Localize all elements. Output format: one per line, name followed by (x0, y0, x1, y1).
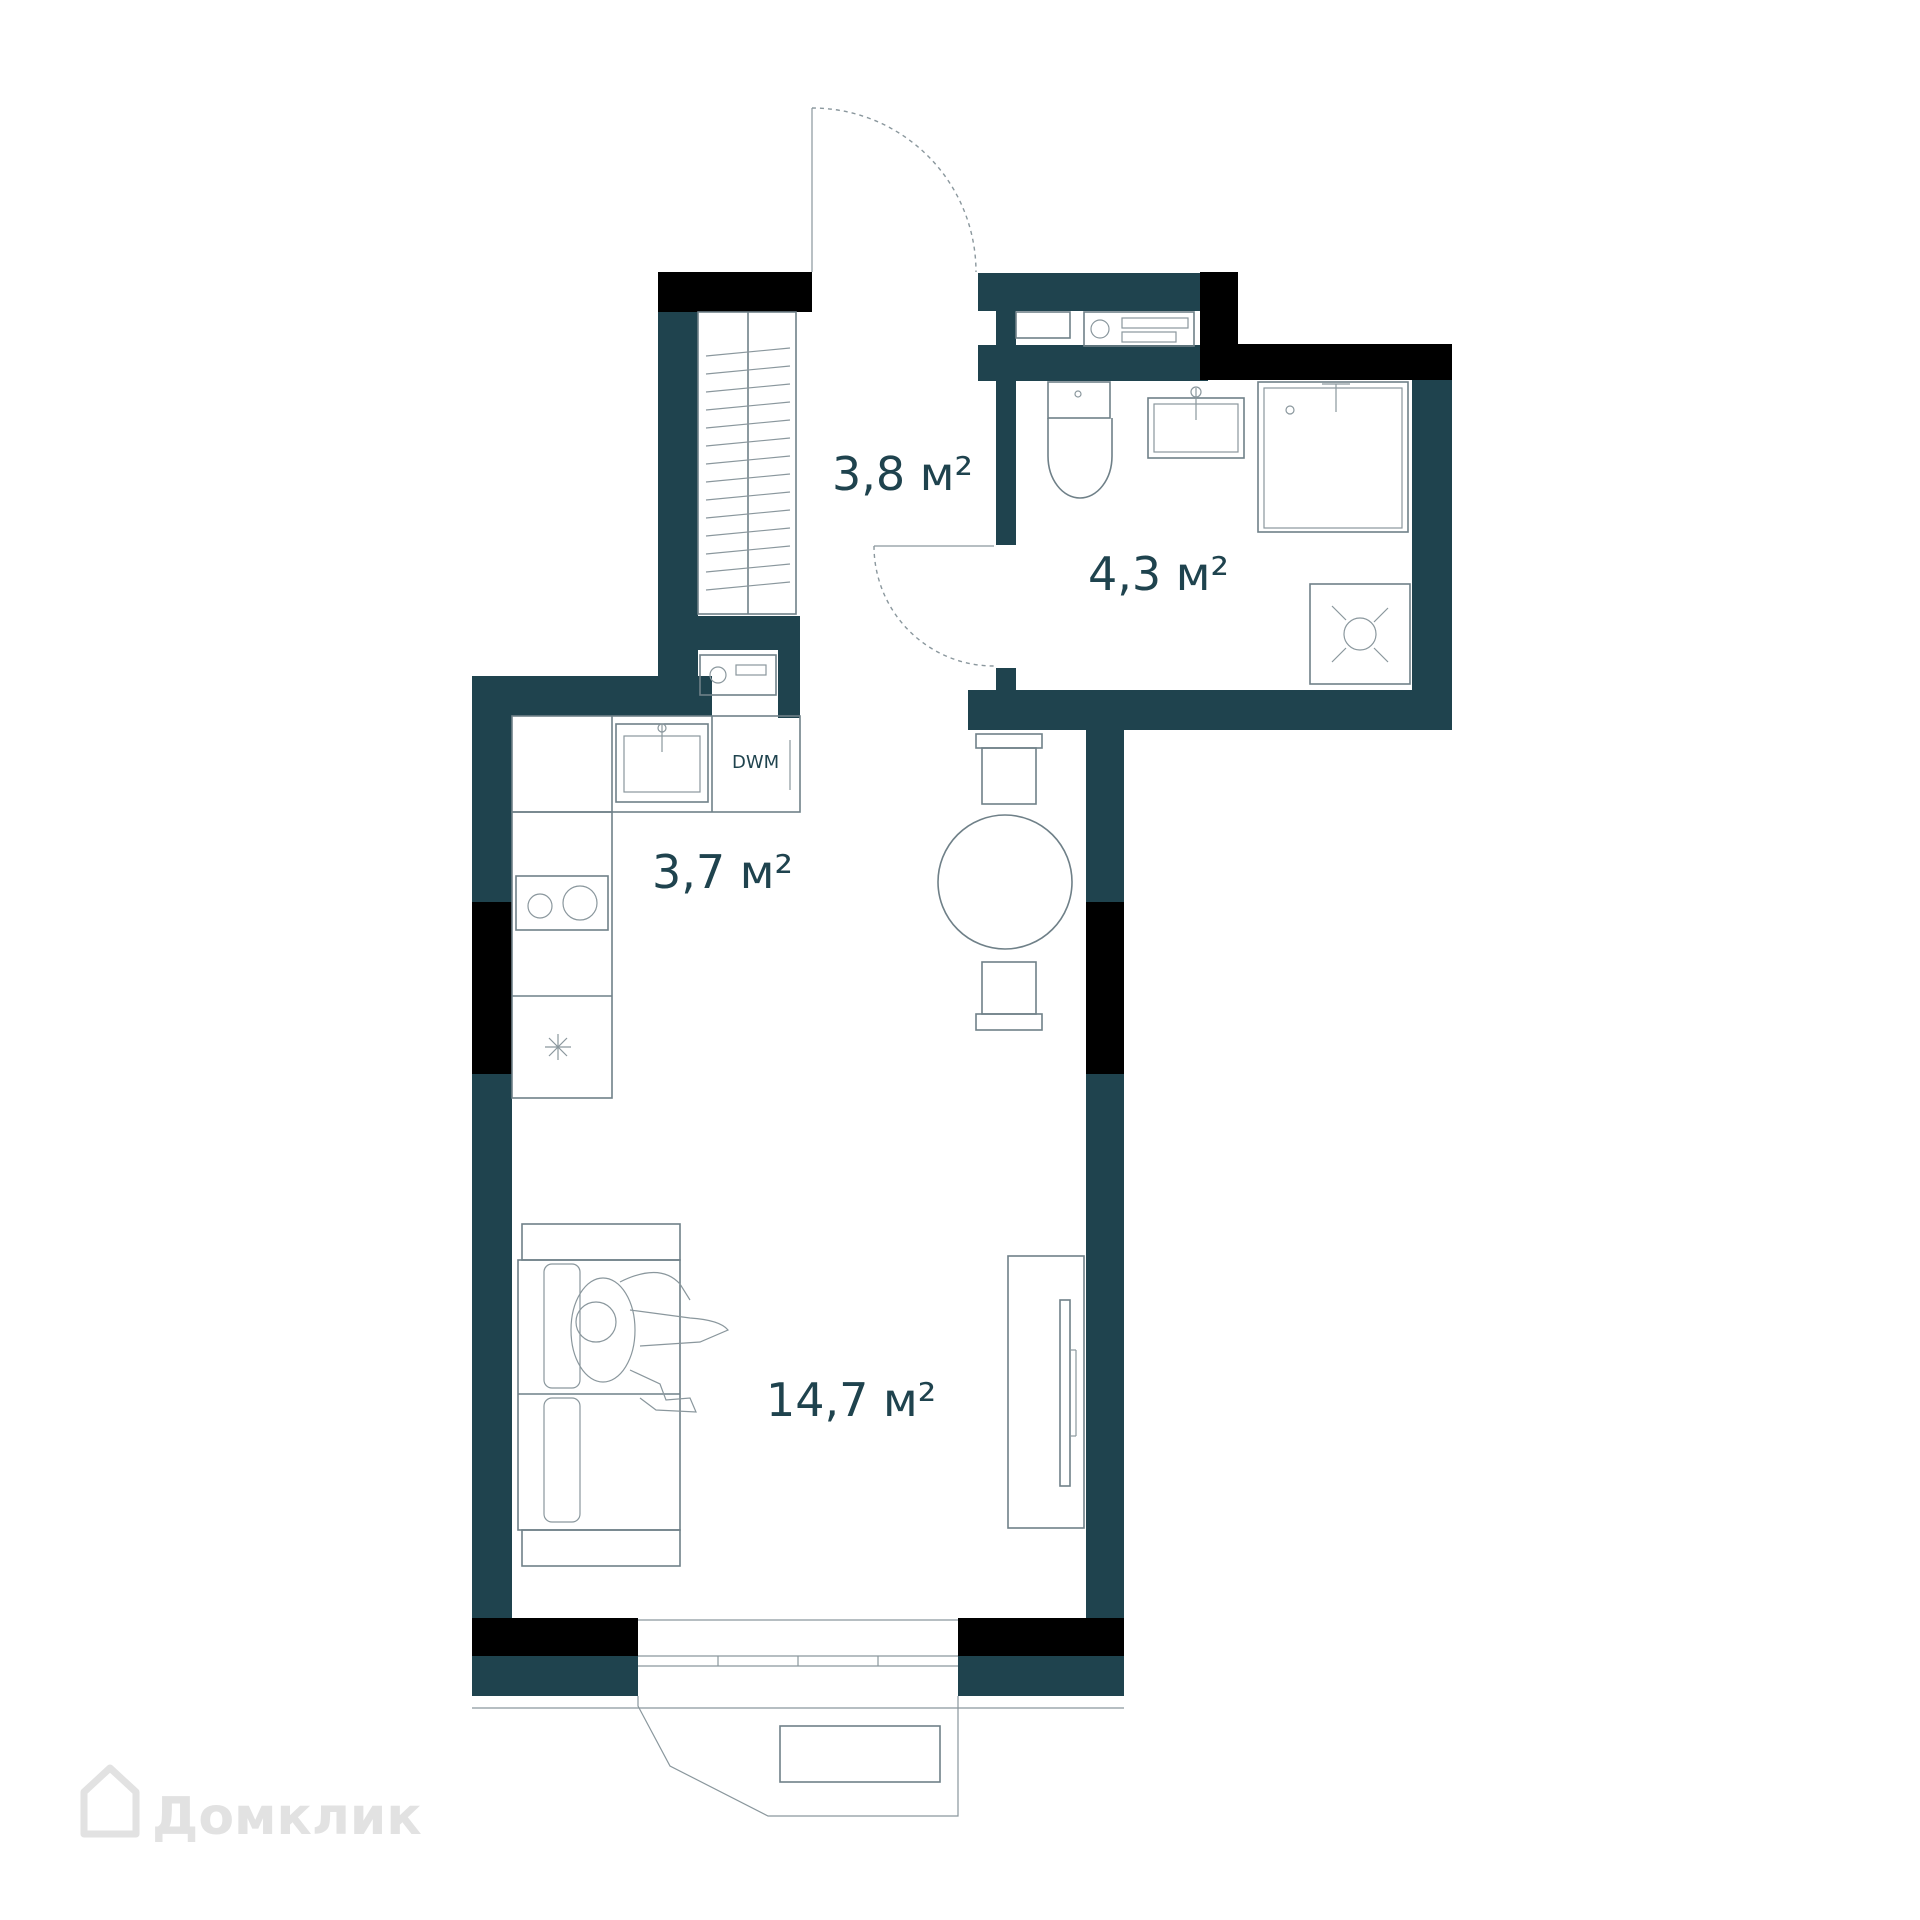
chair-top-icon (975, 733, 1043, 805)
tv-unit-icon (1007, 1255, 1085, 1529)
shower-icon (1257, 381, 1409, 533)
wall-window-left (472, 902, 512, 1074)
balcony-bench-icon (779, 1725, 941, 1783)
wall-bath-bottom (968, 690, 1452, 730)
watermark: Домклик (80, 1764, 422, 1847)
balcony (472, 1619, 1124, 1817)
watermark-text: Домклик (152, 1787, 422, 1847)
living-area-label: 14,7 м² (766, 1373, 936, 1427)
closet-hangers (705, 347, 791, 591)
wall-kitchen-partition (778, 638, 800, 718)
wall-window-right (1086, 902, 1124, 1074)
wall-bottom-right (958, 1656, 1124, 1696)
wall-left-lower (472, 1074, 512, 1626)
floor-drain-icon (1309, 583, 1411, 685)
person-icon (570, 1271, 729, 1413)
wall-bottom-left-cap (472, 1618, 638, 1656)
kitchen-area-label: 3,7 м² (652, 845, 793, 899)
bathroom-door (873, 545, 995, 667)
wall-bottom-right-cap (958, 1618, 1124, 1656)
chair-bottom-icon (975, 961, 1043, 1031)
dishwasher-label: DWM (732, 752, 779, 773)
house-logo-icon (80, 1764, 140, 1838)
entrance-door (811, 107, 977, 273)
dining-set (937, 733, 1073, 1031)
walls (472, 272, 1452, 1696)
wall-closet-left (658, 310, 698, 716)
kitchen-utility-meter (699, 654, 777, 696)
wall-bottom-left (472, 1656, 638, 1696)
wall-kitchen-partition-top (698, 638, 798, 650)
wall-right-upper (1086, 710, 1124, 904)
fridge-icon (545, 1034, 571, 1060)
sink-icon (1147, 386, 1245, 459)
dining-table-icon (937, 814, 1073, 950)
kitchen-sink-icon (615, 723, 709, 803)
sofa-icon (517, 1223, 729, 1567)
wall-bath-corner (1200, 272, 1238, 352)
wall-bath-right-cap (1200, 344, 1452, 380)
wall-closet-bottom (698, 616, 800, 638)
bathroom-fixtures (1015, 311, 1411, 685)
wall-bath-right (1412, 380, 1452, 730)
bathroom-area-label: 4,3 м² (1088, 547, 1229, 601)
hallway-closet (697, 311, 797, 615)
cooktop-icon (515, 875, 609, 931)
wall-top-left-cap (658, 272, 812, 312)
kitchen-fixtures: DWM (511, 715, 801, 1099)
wall-bath-left (996, 273, 1016, 545)
wall-bath-top (978, 273, 1208, 311)
toilet-icon (1047, 381, 1113, 499)
wall-bath-top-step (978, 345, 1208, 381)
wall-right-lower (1086, 1074, 1124, 1626)
hallway-area-label: 3,8 м² (832, 447, 973, 501)
